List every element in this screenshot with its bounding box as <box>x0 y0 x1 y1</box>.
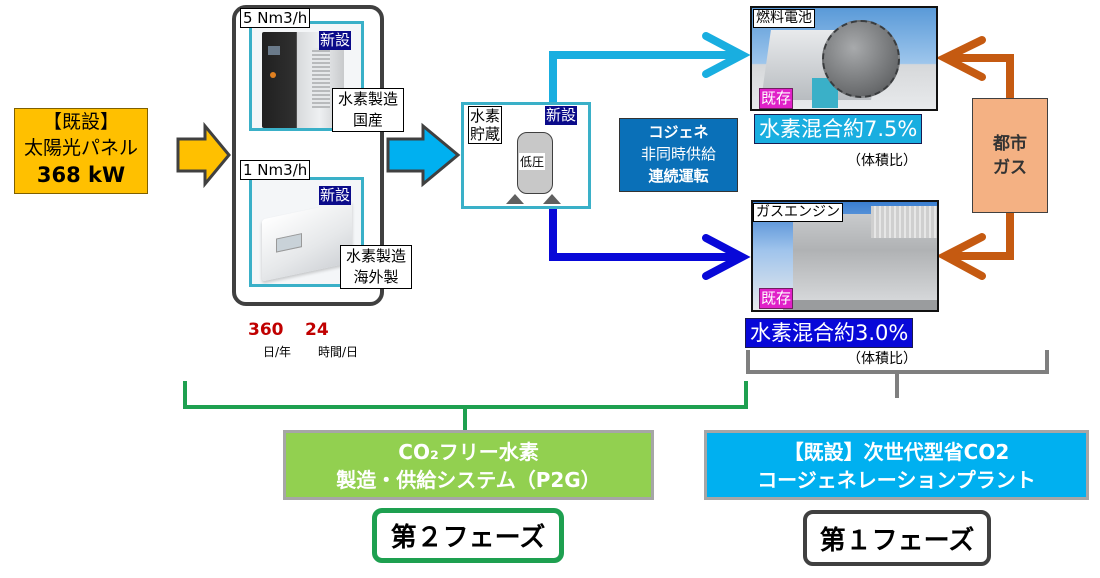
solar-capacity: 368 kW <box>36 163 126 187</box>
gasengine-arrowhead <box>702 234 751 280</box>
new-badge: 新設 <box>545 106 578 125</box>
storage-to-fuelcell-line <box>549 51 740 102</box>
tank-leg-icon <box>543 194 561 204</box>
tank-pressure-label: 低圧 <box>519 153 546 170</box>
citygas-to-gasengine-line <box>945 213 1014 260</box>
citygas-to-fuelcell-line <box>945 54 1014 98</box>
gas-engine-ratio-note: （体積比） <box>847 351 917 367</box>
existing-badge: 既存 <box>759 288 794 309</box>
tank-leg-icon <box>506 194 524 204</box>
production-to-storage-arrow <box>386 122 461 188</box>
unit2-rate: 1 Nm3/h <box>240 160 311 180</box>
solar-status: 【既設】 <box>42 111 119 133</box>
solar-panel-box: 【既設】 太陽光パネル 368 kW <box>14 108 148 194</box>
days-per-year-value: 360 <box>248 320 284 340</box>
storage-to-gasengine-line <box>549 209 740 261</box>
p2g-system-box: CO₂フリー水素 製造・供給システム（P2G） <box>283 430 654 500</box>
fuel-cell-ratio-note: （体積比） <box>847 153 917 169</box>
fuelcell-arrowhead <box>702 32 751 78</box>
unit1-rate: 5 Nm3/h <box>240 8 311 28</box>
gas-engine-title: ガスエンジン <box>753 203 843 222</box>
gas-engine-mix-ratio: 水素混合約3.0% <box>745 318 914 348</box>
hours-per-day-unit: 時間/日 <box>318 345 359 359</box>
days-per-year-unit: 日/年 <box>263 345 292 359</box>
existing-badge: 既存 <box>759 88 794 109</box>
phase2-bracket <box>183 381 748 409</box>
fuel-cell-title: 燃料電池 <box>753 9 815 28</box>
solar-title: 太陽光パネル <box>23 137 138 159</box>
solar-to-production-arrow <box>176 121 231 189</box>
cogen-operation-note: コジェネ 非同時供給 連続運転 <box>619 118 738 192</box>
fuel-cell-mix-ratio: 水素混合約7.5% <box>754 114 923 144</box>
unit2-label: 水素製造 海外製 <box>340 245 412 289</box>
hours-per-day-value: 24 <box>305 320 329 340</box>
citygas-fuelcell-arrowhead <box>936 36 986 81</box>
citygas-gasengine-arrowhead <box>936 233 986 280</box>
overseas-electrolyzer-icon <box>262 200 352 282</box>
unit1-label: 水素製造 国産 <box>332 88 404 132</box>
city-gas-box: 都市 ガス <box>972 98 1048 213</box>
cogen-plant-box: 【既設】次世代型省CO2 コージェネレーションプラント <box>704 430 1089 500</box>
new-badge: 新設 <box>319 31 352 50</box>
hydrogen-production-group <box>232 5 384 306</box>
phase-2-label: 第２フェーズ <box>372 508 564 563</box>
phase-1-label: 第１フェーズ <box>803 510 991 566</box>
storage-label: 水素 貯蔵 <box>468 106 502 144</box>
fuel-cell-icon <box>822 20 900 98</box>
new-badge: 新設 <box>319 186 352 205</box>
